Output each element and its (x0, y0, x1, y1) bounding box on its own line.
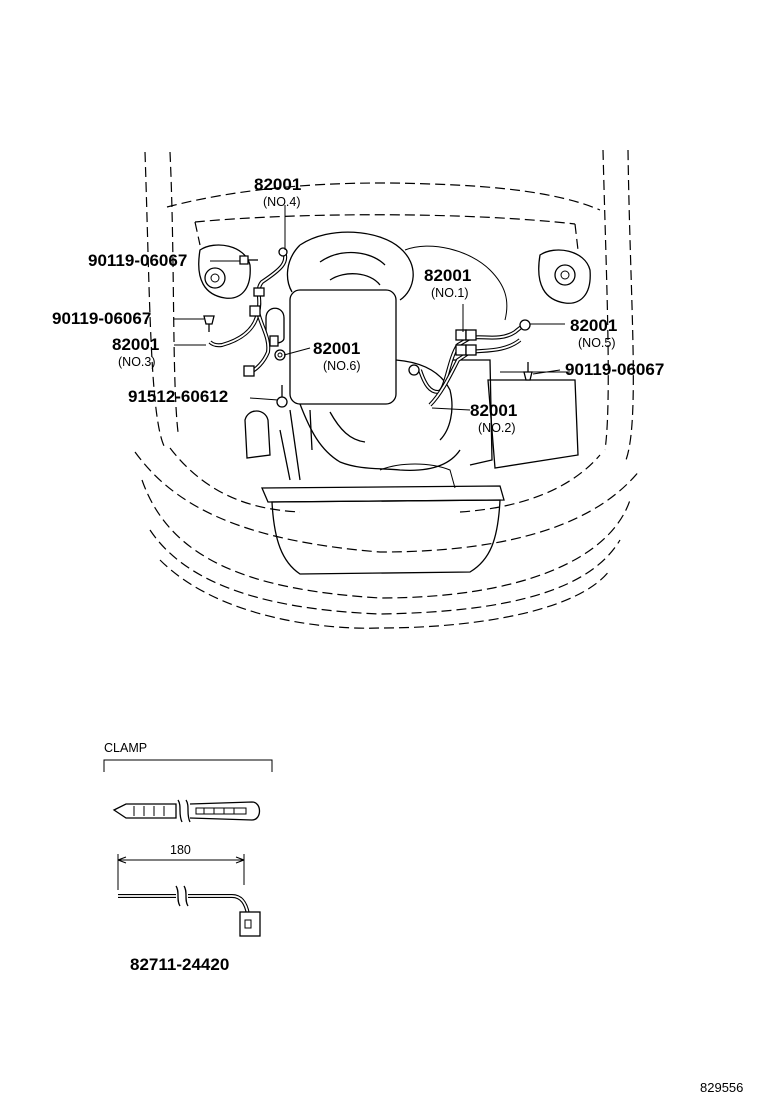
callout-82001-no4: 82001 (254, 175, 301, 194)
leader-lines (174, 205, 565, 411)
callout-sub-no6: (NO.6) (323, 359, 361, 373)
bolt-icon (523, 362, 533, 381)
callout-82001-no6: 82001 (313, 339, 360, 358)
callout-sub-no4: (NO.4) (263, 195, 301, 209)
callout-sub-no1: (NO.1) (431, 286, 469, 300)
callout-bolt-90119-c: 90119-06067 (565, 360, 664, 379)
clamp-dimension: 180 (170, 843, 191, 857)
wire-harness-right (408, 319, 531, 407)
callout-82001-no3: 82001 (112, 335, 159, 354)
callout-bolt-90119-b: 90119-06067 (52, 309, 151, 328)
callout-sub-no2: (NO.2) (478, 421, 516, 435)
callout-82001-no1: 82001 (424, 266, 471, 285)
clamp-part-number: 82711-24420 (130, 955, 229, 974)
bolt-icon (276, 385, 288, 408)
callout-bolt-91512: 91512-60612 (128, 387, 228, 406)
clamp-heading: CLAMP (104, 741, 147, 755)
callout-82001-no5: 82001 (570, 316, 617, 335)
cable-connector-icon (118, 885, 261, 937)
callout-sub-no5: (NO.5) (578, 336, 616, 350)
illustration-id: 829556 (700, 1080, 743, 1095)
clamp-detail: CLAMP 180 82711-24420 (103, 741, 273, 974)
callout-82001-no2: 82001 (470, 401, 517, 420)
engine-bay (198, 231, 591, 575)
vehicle-body-outline (134, 149, 641, 629)
wire-harness-left (208, 247, 288, 377)
bolt-icon (203, 315, 215, 332)
clamp-tie-icon (112, 799, 261, 823)
callout-sub-no3: (NO.3) (118, 355, 156, 369)
callout-bolt-90119-a: 90119-06067 (88, 251, 187, 270)
nut-icon (274, 349, 286, 361)
